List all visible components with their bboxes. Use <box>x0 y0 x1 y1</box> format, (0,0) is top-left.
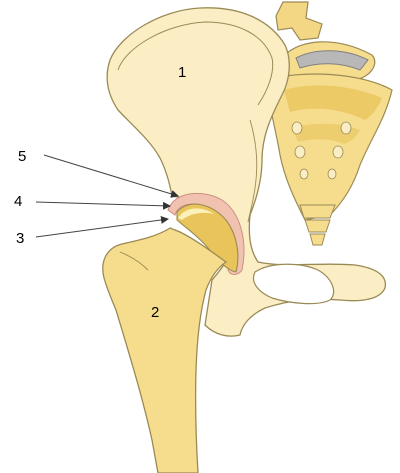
intervertebral-disc <box>295 50 369 71</box>
sacrum <box>267 1 393 246</box>
obturator-foramen <box>252 263 335 305</box>
arrow-3 <box>35 215 169 238</box>
arrow-4 <box>35 201 171 210</box>
hip-joint <box>167 192 245 275</box>
coccyx <box>309 233 326 246</box>
femoral-head-cartilage <box>178 208 214 220</box>
label-femur: 2 <box>151 304 159 321</box>
pointer-arrows <box>35 154 179 238</box>
label-acetabulum-cartilage: 5 <box>18 148 26 165</box>
label-femoral-head-cartilage: 3 <box>16 230 24 247</box>
arrow-5 <box>43 154 179 198</box>
label-joint-space: 4 <box>14 193 22 210</box>
label-ilium: 1 <box>178 64 186 81</box>
femoral-head <box>176 203 239 273</box>
femur <box>102 227 228 473</box>
